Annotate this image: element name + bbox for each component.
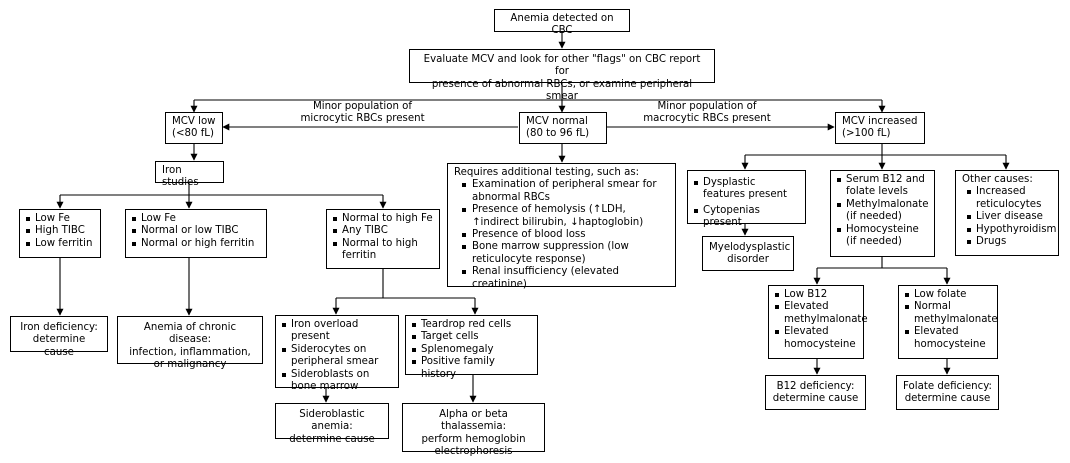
microcytic-label-line-2: microcytic RBCs present [300,113,425,125]
dysplastic-box: Dysplastic features present Cytopenias p… [687,170,806,228]
b12-deficiency-pattern-box: Low B12 Elevated methylmalonate Elevated… [768,285,868,359]
mcv-low-line-2: (<80 fL) [172,128,214,140]
macrocytic-label-line-1: Minor population of [657,101,757,112]
other-causes-box: Other causes: Increased reticulocytes Li… [955,170,1059,256]
list-item: High TIBC [26,225,94,237]
list-item: Examination of peripheral smear for abno… [454,179,669,204]
list-item: Siderocytes on peripheral smear [282,344,392,369]
list-item: Homocysteine (if needed) [837,224,928,249]
list-item: Presence of hemolysis (↑LDH, ↑indirect b… [454,204,669,229]
b12-deficiency-dx-box: B12 deficiency: determine cause [765,375,866,410]
list-item: Low folate [905,289,991,301]
list-item: Renal insufficiency (elevated creatinine… [454,266,669,291]
b12-dx-line-2: determine cause [772,393,859,405]
list-item: Dysplastic features present [694,177,799,202]
list-item: Any TIBC [333,225,433,237]
mcv-low-line-1: MCV low [172,116,216,127]
mcv-increased-line-1: MCV increased [842,116,918,127]
list-item: Liver disease [967,211,1052,223]
sidero-dx-line-2: determine cause [289,433,375,445]
list-item: Bone marrow suppression (low reticulocyt… [454,241,669,266]
mcv-normal-line-1: MCV normal [526,116,588,127]
b12-folate-labs-box: Serum B12 and folate levels Methylmalona… [830,170,935,257]
mcv-increased-box: MCV increased (>100 fL) [835,112,925,144]
evaluate-line-2: presence of abnormal RBCs, or examine pe… [431,78,693,103]
sideroblastic-findings-box: Iron overload present Siderocytes on per… [275,315,399,392]
list-item: Teardrop red cells [412,319,531,331]
list-item: Low B12 [775,289,857,301]
thalassemia-dx-box: Alpha or beta thalassemia: perform hemog… [402,403,545,457]
mcv-normal-box: MCV normal (80 to 96 fL) [519,112,607,144]
list-item: Normal or high ferritin [132,238,260,250]
list-item: Normal methylmalonate [905,301,998,326]
thal-dx-line-3: electrophoresis [434,446,513,458]
other-causes-heading: Other causes: [962,174,1033,185]
evaluate-line-1: Evaluate MCV and look for other "flags" … [423,54,701,78]
thal-dx-line-2: perform hemoglobin [421,433,526,445]
list-item: Cytopenias present [694,205,799,230]
list-item: Low ferritin [26,238,94,250]
thalassemia-findings-box: Teardrop red cells Target cells Splenome… [405,315,538,380]
list-item: Target cells [412,331,531,343]
mds-line-2: disorder [727,254,769,266]
list-item: Normal to high Fe [333,213,433,225]
sidero-dx-line-1: Sideroblastic anemia: [299,409,365,433]
microcytic-label-line-1: Minor population of [312,101,412,112]
list-item: Elevated homocysteine [905,326,991,351]
list-item: Positive family history [412,356,531,381]
additional-testing-box: Requires additional testing, such as: Ex… [447,163,676,290]
chronic-line-1: Anemia of chronic disease: [143,322,237,346]
anemia-detected-text: Anemia detected on CBC [510,13,614,37]
microcytic-edge-label: Minor population of microcytic RBCs pres… [275,101,450,126]
chronic-line-2: infection, inflammation, [129,346,251,358]
list-item: Elevated methylmalonate [775,301,868,326]
macrocytic-label-line-2: macrocytic RBCs present [643,113,771,125]
iron-def-line-1: Iron deficiency: [20,322,98,333]
list-item: Elevated homocysteine [775,326,857,351]
chronic-line-3: or malignancy [153,359,227,371]
folate-deficiency-dx-box: Folate deficiency: determine cause [896,375,999,410]
iron-studies-text: Iron studies [162,165,199,189]
additional-testing-heading: Requires additional testing, such as: [454,167,640,178]
b12-dx-line-1: B12 deficiency: [776,381,855,392]
mcv-normal-line-2: (80 to 96 fL) [526,128,590,140]
folate-dx-line-2: determine cause [904,393,991,405]
evaluate-mcv-box: Evaluate MCV and look for other "flags" … [409,49,715,102]
iron-deficiency-labs-box: Low Fe High TIBC Low ferritin [19,209,101,258]
chronic-disease-dx-box: Anemia of chronic disease: infection, in… [117,316,263,370]
list-item: Iron overload present [282,319,392,344]
list-item: Normal to high ferritin [333,238,433,263]
list-item: Increased reticulocytes [967,186,1052,211]
anemia-detected-box: Anemia detected on CBC [494,9,630,36]
mds-line-1: Myelodysplastic [709,242,791,253]
list-item: Serum B12 and folate levels [837,174,928,199]
list-item: Sideroblasts on bone marrow [282,369,392,394]
mcv-low-box: MCV low (<80 fL) [165,112,223,144]
mcv-increased-line-2: (>100 fL) [842,128,891,140]
list-item: Low Fe [26,213,94,225]
list-item: Splenomegaly [412,344,531,356]
myelodysplastic-box: Myelodysplastic disorder [702,236,794,271]
thal-dx-line-1: Alpha or beta thalassemia: [439,409,508,433]
macrocytic-edge-label: Minor population of macrocytic RBCs pres… [622,101,792,126]
list-item: Methylmalonate (if needed) [837,199,929,224]
folate-dx-line-1: Folate deficiency: [903,381,992,392]
iron-deficiency-dx-box: Iron deficiency: determine cause [10,316,108,358]
chronic-disease-labs-box: Low Fe Normal or low TIBC Normal or high… [125,209,267,258]
normal-high-iron-labs-box: Normal to high Fe Any TIBC Normal to hig… [326,209,440,269]
iron-studies-box: Iron studies [155,161,224,188]
list-item: Hypothyroidism [967,224,1056,236]
list-item: Low Fe [132,213,260,225]
iron-def-line-2: determine cause [32,334,86,358]
list-item: Drugs [967,236,1052,248]
list-item: Normal or low TIBC [132,225,260,237]
list-item: Presence of blood loss [454,229,669,241]
sideroblastic-dx-box: Sideroblastic anemia: determine cause [275,403,389,445]
folate-deficiency-pattern-box: Low folate Normal methylmalonate Elevate… [898,285,998,359]
